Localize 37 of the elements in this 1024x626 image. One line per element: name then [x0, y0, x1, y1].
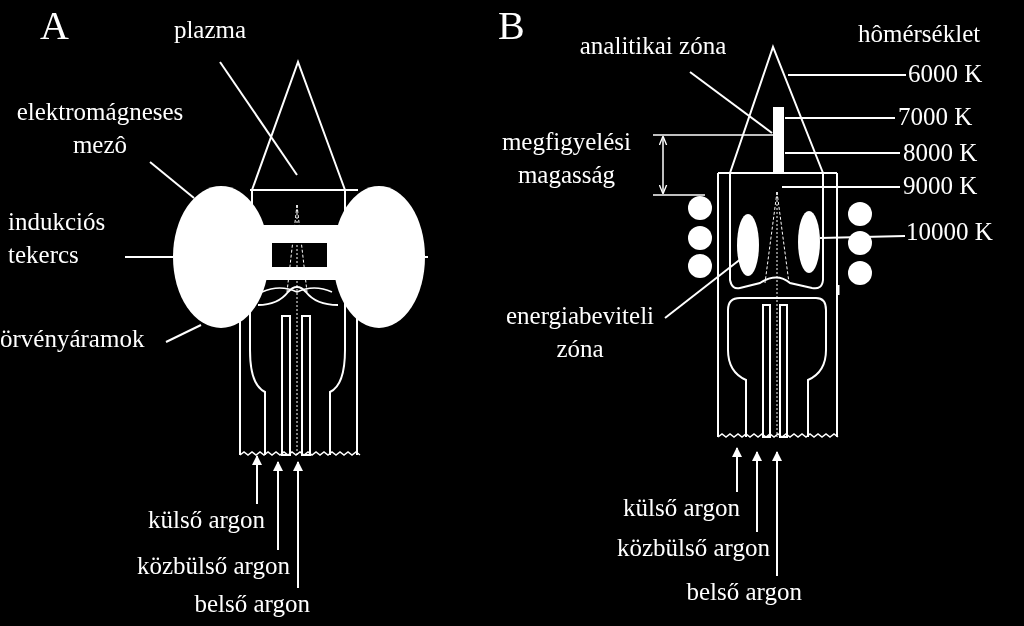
leader-line [781, 186, 901, 188]
leader-line [149, 161, 195, 199]
callout-label: külső argon [555, 492, 740, 525]
callout-label: plazma [160, 14, 260, 47]
panel-letter: A [40, 2, 70, 50]
callout-label: 7000 K [898, 101, 1010, 134]
axis-caption: hômérséklet [858, 19, 982, 49]
leader-line [787, 74, 907, 76]
callout-label: 10000 K [906, 216, 1022, 249]
flow-arrow [252, 455, 262, 505]
callout-label: külső argon [90, 504, 265, 537]
leader-line [689, 71, 773, 134]
callout-label: belső argon [150, 588, 310, 621]
callout-label: indukciós tekercs [8, 206, 133, 271]
axis-caption: megfigyelési magasság [500, 127, 633, 190]
callout-label: közbülső argon [90, 550, 290, 583]
leader-line [819, 235, 906, 239]
leader-line [784, 152, 901, 154]
callout-label: 6000 K [908, 58, 1020, 91]
flow-arrow [732, 447, 742, 493]
callout-label: elektromágneses mezô [0, 96, 200, 161]
flow-arrow [273, 461, 283, 551]
callout-label: 8000 K [903, 137, 1015, 170]
leader-line [165, 324, 202, 343]
callout-label: örvényáramok [0, 323, 170, 356]
flow-arrow [772, 451, 782, 577]
flow-arrow [752, 451, 762, 533]
leader-line [124, 256, 174, 258]
callout-label: energiabeviteli zóna [495, 300, 665, 365]
leader-line [784, 117, 896, 119]
callout-label: 9000 K [903, 170, 1015, 203]
callout-label: belső argon [610, 576, 802, 609]
flow-arrow [293, 461, 303, 589]
leader-line [219, 61, 298, 176]
callout-label: analitikai zóna [558, 30, 748, 63]
callout-label: közbülső argon [555, 532, 770, 565]
panel-letter: B [498, 2, 526, 50]
